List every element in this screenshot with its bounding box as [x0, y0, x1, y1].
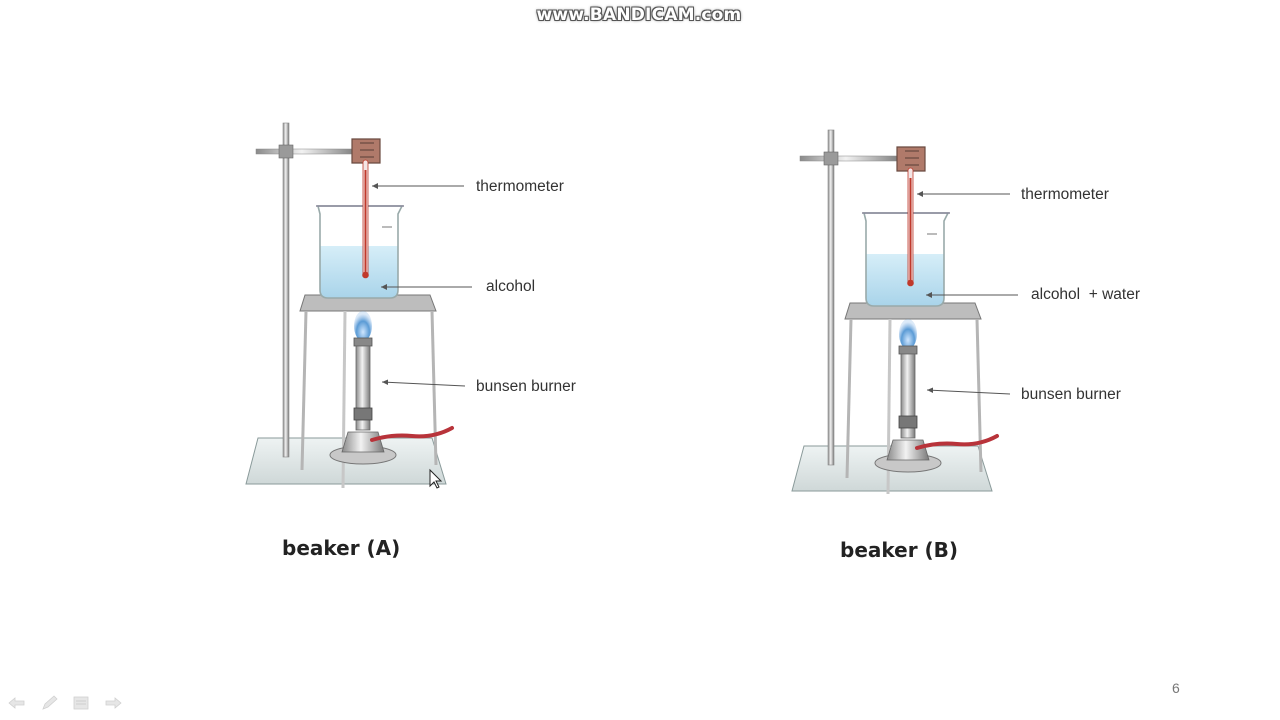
- caption-beaker-b: beaker (B): [840, 538, 959, 562]
- pointer-arrowhead: [372, 183, 378, 189]
- burner-foot: [341, 431, 385, 453]
- pointer-burner: [381, 381, 466, 387]
- thermometer-bulb: [907, 279, 914, 287]
- thermometer-mercury: [364, 170, 367, 274]
- label-thermometer-b: thermometer: [1021, 186, 1109, 203]
- beaker-liquid: [320, 246, 398, 298]
- label-liquid-a: alcohol: [486, 278, 536, 295]
- thermometer-mercury: [909, 178, 912, 282]
- boss-head: [278, 144, 294, 159]
- label-liquid-b: alcohol + water: [1031, 286, 1140, 303]
- label-thermometer-a: thermometer: [476, 178, 564, 195]
- burner-air-valve: [353, 407, 373, 421]
- mouse-cursor-icon: [429, 468, 443, 489]
- stand-rod: [827, 129, 835, 466]
- thermometer-bulb: [362, 271, 369, 279]
- gas-hose: [370, 426, 454, 442]
- tripod-leg: [975, 318, 983, 473]
- thermometer-clamp: [896, 146, 926, 172]
- pointer-arrowhead: [927, 387, 933, 393]
- apparatus-a: [245, 122, 472, 489]
- menu-icon[interactable]: [70, 694, 92, 712]
- tripod-leg: [300, 310, 308, 471]
- pointer-burner: [926, 389, 1011, 395]
- stand-rod: [282, 122, 290, 458]
- burner-collar: [898, 345, 918, 355]
- tripod-leg: [430, 310, 438, 466]
- flame: [354, 311, 372, 341]
- thermometer-clamp: [351, 138, 381, 164]
- slide-controls: [6, 694, 124, 714]
- label-burner-b: bunsen burner: [1021, 386, 1121, 403]
- burner-foot: [886, 439, 930, 461]
- pen-icon[interactable]: [38, 694, 60, 712]
- flame: [899, 319, 917, 349]
- pointer-arrowhead: [926, 292, 932, 298]
- pointer-arrowhead: [917, 191, 923, 197]
- beaker-liquid: [866, 254, 944, 306]
- label-burner-a: bunsen burner: [476, 378, 576, 395]
- clamp-arm: [799, 155, 903, 162]
- tripod-leg: [845, 318, 853, 479]
- apparatus-b: [791, 129, 1018, 495]
- pointer-arrowhead: [381, 284, 387, 290]
- boss-head: [823, 151, 839, 166]
- gas-hose: [915, 434, 999, 450]
- bandicam-watermark: www.BANDICAM.com: [536, 5, 742, 25]
- burner-collar: [353, 337, 373, 347]
- pointer-arrowhead: [382, 379, 388, 385]
- forward-arrow-icon[interactable]: [102, 694, 124, 712]
- burner-air-valve: [898, 415, 918, 429]
- beaker-glass: [316, 205, 404, 299]
- beaker-glass: [862, 212, 950, 307]
- clamp-arm: [255, 148, 359, 155]
- slide-page-number: 6: [1172, 680, 1180, 696]
- caption-beaker-a: beaker (A): [282, 536, 401, 560]
- back-arrow-icon[interactable]: [6, 694, 28, 712]
